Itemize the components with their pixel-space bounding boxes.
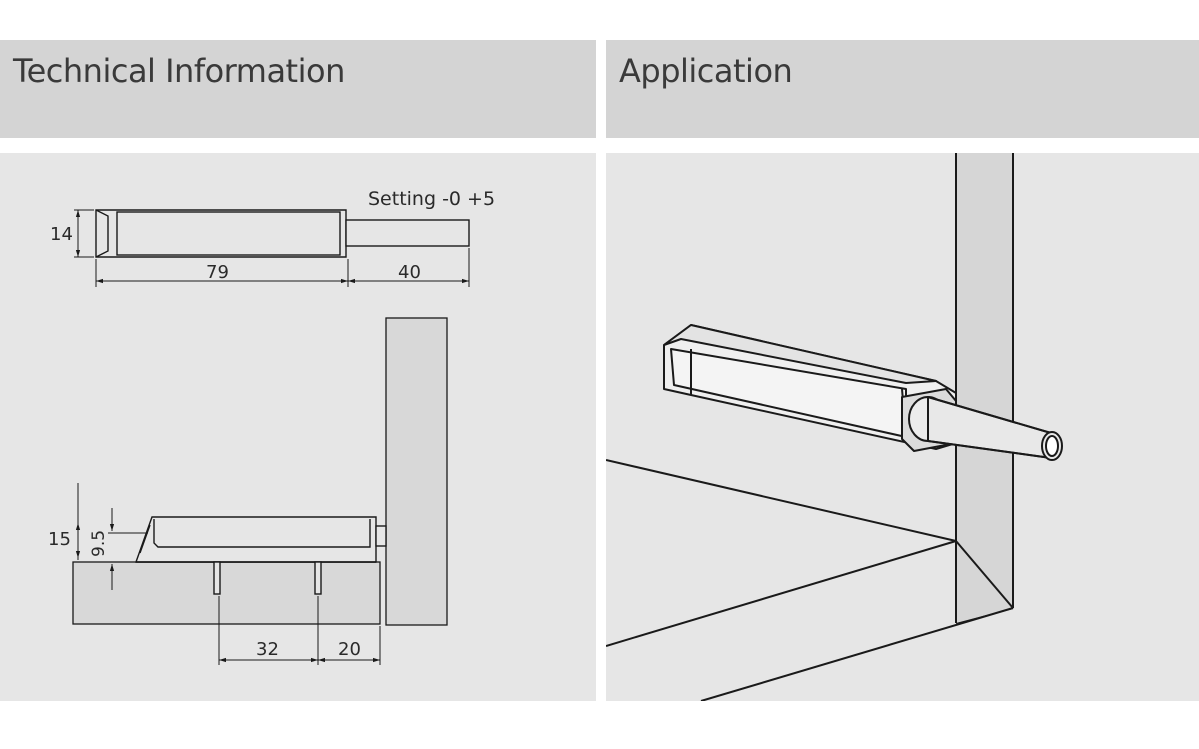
dim-label-32: 32 bbox=[256, 639, 279, 660]
top-view-dimensions bbox=[74, 209, 470, 287]
application-illustration-panel bbox=[606, 153, 1199, 701]
dim-label-20: 20 bbox=[338, 639, 361, 660]
setting-label: Setting -0 +5 bbox=[368, 188, 495, 210]
application-title: Application bbox=[619, 52, 793, 90]
dim-label-79: 79 bbox=[206, 262, 229, 283]
cabinet-shelf bbox=[606, 459, 1014, 701]
dim-label-40: 40 bbox=[398, 262, 421, 283]
dim-label-15: 15 bbox=[48, 529, 71, 550]
mounting-pin-2 bbox=[314, 561, 322, 595]
application-illustration bbox=[606, 153, 1063, 701]
mounting-pin-1 bbox=[213, 561, 221, 595]
technical-drawing: 14 79 40 Setting -0 +5 bbox=[48, 188, 495, 665]
side-view-latch bbox=[135, 516, 387, 595]
piston-rod-top bbox=[345, 219, 470, 247]
side-view-dimensions bbox=[75, 483, 381, 665]
application-header: Application bbox=[606, 40, 1199, 138]
top-view-latch bbox=[95, 209, 470, 258]
side-panel-board bbox=[385, 317, 448, 626]
dim-label-9-5: 9.5 bbox=[89, 530, 109, 557]
technical-info-header: Technical Information bbox=[0, 40, 596, 138]
technical-drawing-panel: 14 79 40 Setting -0 +5 bbox=[0, 153, 596, 701]
dim-label-14: 14 bbox=[50, 224, 73, 245]
bottom-shelf-board bbox=[72, 561, 381, 625]
push-latch-3d bbox=[663, 324, 1063, 461]
technical-info-title: Technical Information bbox=[13, 52, 345, 90]
side-panel-face bbox=[956, 153, 1013, 623]
